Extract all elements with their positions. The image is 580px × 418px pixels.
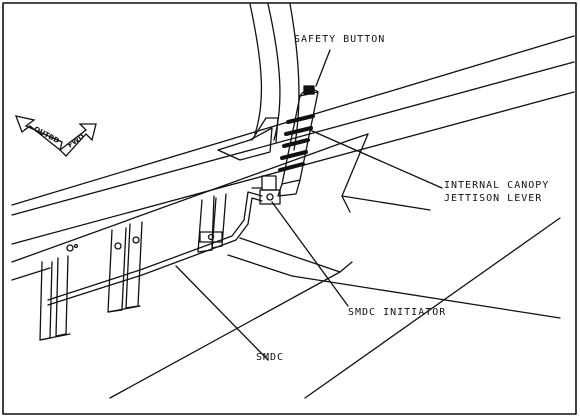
jettison-lever (277, 89, 319, 197)
canopy-lever-label-line2: JETTISON LEVER (444, 193, 543, 204)
sill-outboard-edge (341, 133, 431, 211)
rib-mid (107, 221, 143, 313)
leader-safety-button (315, 49, 331, 87)
canopy-frame-outer (249, 3, 263, 135)
floor-line-3 (304, 217, 561, 399)
leader-smdc-initiator (271, 201, 349, 307)
floor-line-1 (239, 237, 353, 273)
outbd-label: OUTBD (32, 125, 60, 145)
leader-canopy-lever (309, 129, 443, 189)
figure-frame (2, 2, 577, 415)
cockpit-wall (11, 267, 51, 281)
floor-line-2 (109, 271, 341, 399)
smdc-label: SMDC (256, 352, 285, 363)
smdc-line-a (47, 191, 263, 301)
canopy-frame-rear (289, 3, 300, 151)
latch-plate (217, 127, 273, 161)
canopy-lever-label-line1: INTERNAL CANOPY (444, 180, 550, 191)
safety-button (303, 85, 315, 95)
smdc-initiator-fitting (251, 175, 281, 205)
sill-lower-face (11, 133, 369, 263)
safety-button-label: SAFETY BUTTON (294, 34, 386, 45)
sill-top-edge-2 (11, 61, 575, 216)
smdc-line-b (47, 197, 263, 306)
floor-line-4 (227, 254, 561, 319)
sill-outboard-return (341, 195, 351, 213)
direction-arrow: OUTBD FWD (14, 115, 97, 157)
smdc-initiator-label: SMDC INITIATOR (348, 307, 447, 318)
leader-smdc (175, 265, 269, 361)
